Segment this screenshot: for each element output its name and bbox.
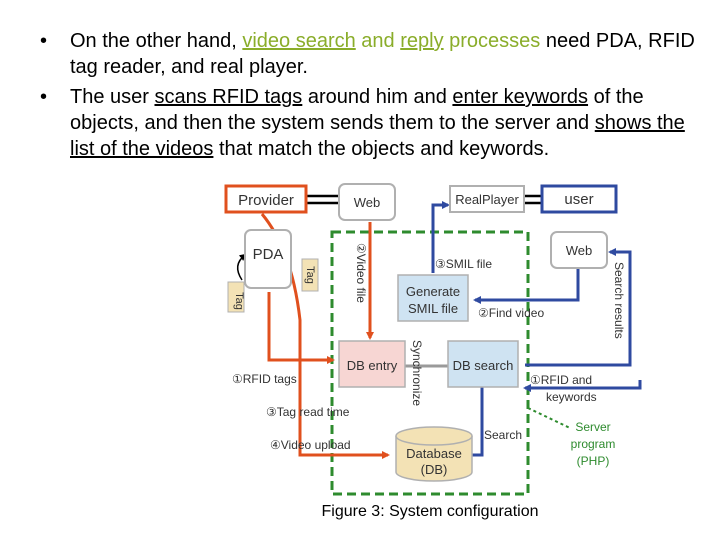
db-entry-label: DB entry <box>347 358 398 373</box>
tag-read-time-label: ③Tag read time <box>266 405 350 419</box>
database-label: Database <box>406 446 462 461</box>
video-file-label: ②Video file <box>354 243 368 303</box>
provider-box <box>224 184 308 214</box>
bullet-text: On the other hand, video search and repl… <box>70 30 695 78</box>
video-upload-label: ④Video upload <box>270 438 351 452</box>
tag-left-box <box>227 281 245 313</box>
web-top-label: Web <box>354 195 381 210</box>
bullet-text-part: scans RFID tags <box>154 86 303 108</box>
bullet-1: • On the other hand, video search and rep… <box>40 28 700 80</box>
smil-to-realplayer-arrow <box>431 201 450 273</box>
tag-pda-curve-arrow <box>236 253 247 281</box>
bullet-text-part: shows the list of the videos <box>70 112 685 160</box>
bullet-text-part: around him and <box>302 86 453 108</box>
db-search-label: DB search <box>453 358 514 373</box>
rfid-keywords-label: ①RFID and <box>530 373 592 387</box>
web-top-box <box>338 183 396 221</box>
php-label: (PHP) <box>577 454 610 468</box>
user-box <box>540 184 618 214</box>
server-label: Server <box>575 420 610 434</box>
bullet-text-part: reply <box>400 30 444 52</box>
db-search-box <box>447 340 519 388</box>
program-label: program <box>571 437 616 451</box>
find-video-label: ②Find video <box>478 306 544 320</box>
pda-label: PDA <box>253 246 284 263</box>
bullet-2: • The user scans RFID tags around him and… <box>40 84 700 162</box>
smil-file-flow-label: ③SMIL file <box>435 257 492 271</box>
user-label: user <box>564 191 593 208</box>
bullet-list: • On the other hand, video search and rep… <box>40 28 700 166</box>
web-right-box <box>550 231 608 269</box>
bullet-text-part: The user <box>70 86 155 108</box>
bullet-text-part: of the objects, and then the system send… <box>70 86 644 134</box>
tag-small-label: Tag <box>304 266 316 284</box>
rfid-tags-label: ①RFID tags <box>232 372 297 386</box>
generate-smil-box <box>397 274 469 322</box>
database-db-label: (DB) <box>421 462 448 477</box>
db-entry-box <box>338 340 406 388</box>
search-results-label: Search results <box>612 262 626 339</box>
bullet-text-part: processes <box>443 30 541 52</box>
smil-file-label: SMIL file <box>408 301 458 316</box>
bullet-text-part: video search <box>242 30 356 52</box>
bullet-text-part: need PDA, RFID tag reader, and real play… <box>70 30 695 78</box>
database-cylinder <box>395 426 473 482</box>
bullet-text: The user scans RFID tags around him and … <box>70 86 685 160</box>
realplayer-label: RealPlayer <box>455 192 519 207</box>
keywords-label: keywords <box>546 390 597 404</box>
pda-box <box>244 229 292 289</box>
tag-left-label: Tag <box>233 292 245 310</box>
generate-label: Generate <box>406 284 460 299</box>
search-label: Search <box>484 428 522 442</box>
bullet-text-part: that match the objects and keywords. <box>213 138 550 160</box>
synchronize-label: Synchronize <box>410 340 424 406</box>
web-find-video-arrow <box>473 268 580 304</box>
bullet-text-part: and <box>355 30 401 52</box>
figure-caption: Figure 3: System configuration <box>321 503 539 520</box>
server-pointer-line <box>527 407 571 429</box>
bullet-text-part: On the other hand, <box>70 30 243 52</box>
tag-small-box <box>301 258 319 292</box>
search-results-arrow <box>525 248 632 367</box>
keywords-to-dbsearch-arrow <box>523 380 642 392</box>
pda-to-dbentry-arrow <box>267 292 335 364</box>
web-right-label: Web <box>566 243 593 258</box>
bullet-dot: • <box>40 30 48 52</box>
bullet-text-part: enter keywords <box>452 86 589 108</box>
provider-label: Provider <box>238 192 294 209</box>
bullet-dot: • <box>40 86 48 108</box>
realplayer-box <box>449 185 525 213</box>
